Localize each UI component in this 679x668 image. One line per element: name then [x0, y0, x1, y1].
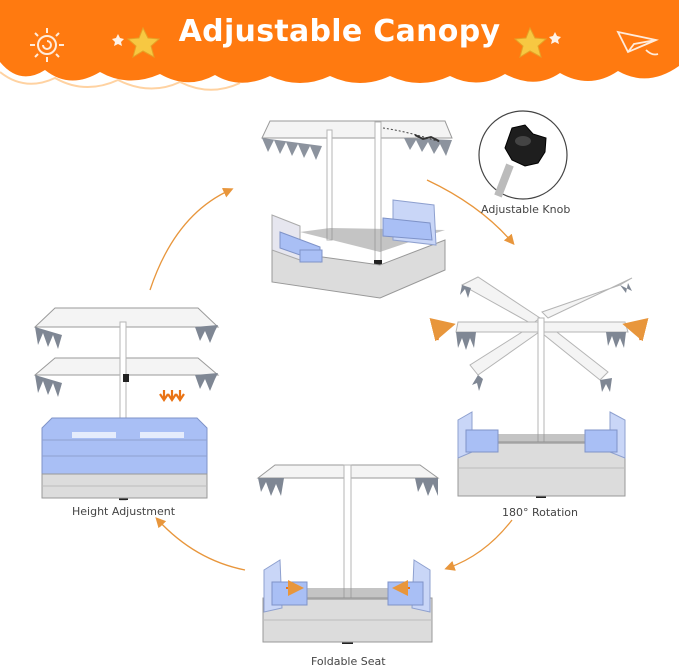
star-icon	[513, 26, 561, 59]
sandbox-bottom-illustration	[256, 464, 440, 644]
header-banner	[0, 0, 679, 91]
sandbox-left-illustration	[33, 307, 220, 501]
caption-foldable-seat: Foldable Seat	[311, 655, 386, 668]
sandbox-right-illustration	[429, 276, 649, 498]
caption-adjustable-knob: Adjustable Knob	[481, 203, 571, 216]
cycle-arrows	[149, 179, 515, 571]
caption-rotation: 180° Rotation	[502, 506, 578, 519]
caption-height-adjustment: Height Adjustment	[72, 505, 176, 518]
page-title: Adjustable Canopy	[178, 14, 501, 49]
knob-detail	[478, 110, 568, 200]
sun-icon	[30, 28, 64, 62]
star-icon	[112, 26, 161, 59]
paper-plane-icon	[616, 30, 659, 56]
sandbox-top-illustration	[261, 120, 453, 299]
